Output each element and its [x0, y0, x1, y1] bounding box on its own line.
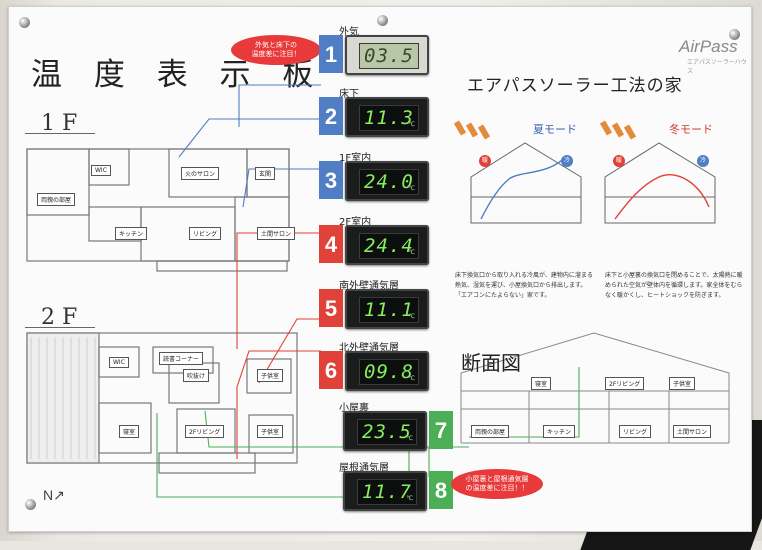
temp-marker-icon: 暖 — [613, 155, 625, 167]
brand-logo: AirPass エアパスソーラーハウス — [679, 37, 751, 75]
room-label: 子供室 — [257, 369, 284, 382]
sensor-label: 1F室内 — [339, 153, 372, 164]
sensor-label: 2F室内 — [339, 217, 372, 228]
north-arrow-icon: N↗ — [43, 487, 65, 503]
room-label: 読書コーナー — [159, 352, 204, 365]
temperature-value: 24.4 — [364, 235, 414, 257]
sensor-number-badge: 2 — [319, 97, 343, 135]
room-label: 土間サロン — [673, 425, 712, 438]
lcd-screen: 24.0℃ — [359, 169, 419, 195]
room-label: 土間サロン — [257, 227, 296, 240]
screw-icon — [729, 29, 740, 40]
summer-mode-label: 夏モード — [533, 123, 577, 136]
floor-label-1f: 1 F — [41, 111, 78, 136]
temperature-display: 03.5℃ — [345, 35, 429, 75]
temperature-unit: ℃ — [408, 121, 415, 128]
winter-description: 床下と小屋裏の換気口を閉めることで、太陽熱に暖められた空気が壁体内を循環します。… — [605, 272, 743, 299]
temperature-unit: ℃ — [408, 375, 415, 382]
room-label: 2Fリビング — [605, 377, 645, 390]
temperature-value: 24.0 — [364, 171, 414, 193]
temp-marker-icon: 暖 — [479, 155, 491, 167]
brand-name: AirPass — [679, 37, 738, 56]
sensor-number-badge: 1 — [319, 35, 343, 73]
temperature-unit: ℃ — [406, 435, 413, 442]
sensor-number-badge: 5 — [319, 289, 343, 327]
temperature-display: 11.7℃ — [343, 471, 427, 511]
sensor-number-badge: 8 — [429, 471, 453, 509]
sensor-label: 屋根通気層 — [339, 463, 389, 474]
temperature-unit: ℃ — [408, 59, 415, 66]
temperature-display: 11.1℃ — [345, 289, 429, 329]
temperature-display: 11.3℃ — [345, 97, 429, 137]
temp-marker-icon: 冷 — [561, 155, 573, 167]
screw-icon — [19, 17, 30, 28]
room-label: 寝室 — [531, 377, 552, 390]
sensor-label: 南外壁通気層 — [339, 281, 399, 292]
temperature-value: 11.7 — [362, 481, 412, 503]
divider — [25, 327, 95, 328]
callout-top: 外気と床下の 温度差に注目！ — [231, 35, 321, 65]
callout-bottom: 小屋裏と屋根通気層 の温度差に注目！！ — [451, 469, 543, 499]
temperature-display: 09.8℃ — [345, 351, 429, 391]
winter-mode-label: 冬モード — [669, 123, 713, 136]
sensor-label: 外気 — [339, 27, 359, 38]
room-label: 火のサロン — [181, 167, 220, 180]
temperature-value: 23.5 — [362, 421, 412, 443]
screw-icon — [377, 15, 388, 26]
callout-top-text: 外気と床下の 温度差に注目！ — [251, 41, 301, 58]
room-label: リビング — [619, 425, 652, 438]
sensor-label: 床下 — [339, 89, 359, 100]
north-label: N — [43, 487, 54, 503]
summer-description: 床下換気口から取り入れる冷風が、建物内に溜まる熱気、湿気を運び、小屋換気口から排… — [455, 272, 593, 299]
floor-label-2f: 2 F — [41, 305, 78, 330]
lcd-screen: 24.4℃ — [359, 233, 419, 259]
headline: エアパスソーラー工法の家 — [467, 76, 683, 96]
room-label: WIC — [91, 165, 111, 176]
temperature-unit: ℃ — [408, 249, 415, 256]
sensor-number-badge: 7 — [429, 411, 453, 449]
floor-plan-drawing — [26, 84, 730, 498]
room-label: 寝室 — [119, 425, 140, 438]
temperature-value: 11.1 — [364, 299, 414, 321]
room-label: リビング — [189, 227, 222, 240]
temperature-display: 24.4℃ — [345, 225, 429, 265]
divider — [25, 133, 95, 134]
temperature-value: 11.3 — [364, 107, 414, 129]
room-label: 吹抜け — [183, 369, 210, 382]
temperature-unit: ℃ — [408, 185, 415, 192]
sensor-label: 小屋裏 — [339, 403, 369, 414]
lcd-screen: 11.3℃ — [359, 105, 419, 131]
sensor-number-badge: 3 — [319, 161, 343, 199]
room-label: キッチン — [543, 425, 576, 438]
callout-bottom-text: 小屋裏と屋根通気層 の温度差に注目！！ — [465, 475, 529, 492]
sensor-number-badge: 6 — [319, 351, 343, 389]
room-label: 子供室 — [669, 377, 696, 390]
room-label: 子供室 — [257, 425, 284, 438]
section-title: 断面図 — [461, 351, 521, 375]
sensor-number-badge: 4 — [319, 225, 343, 263]
room-label: 2Fリビング — [185, 425, 225, 438]
temperature-unit: ℃ — [408, 313, 415, 320]
temp-marker-icon: 冷 — [697, 155, 709, 167]
temperature-display: 23.5℃ — [343, 411, 427, 451]
brand-sub: エアパスソーラーハウス — [687, 60, 747, 75]
temperature-display: 24.0℃ — [345, 161, 429, 201]
lcd-screen: 23.5℃ — [357, 419, 417, 445]
room-label: 両親の部屋 — [471, 425, 510, 438]
temperature-value: 03.5 — [364, 45, 414, 67]
temperature-display-board: 温 度 表 示 板 外気と床下の 温度差に注目！ 1 F 2 F — [8, 6, 752, 532]
sensor-label: 北外壁通気層 — [339, 343, 399, 354]
room-label: キッチン — [115, 227, 148, 240]
room-label: 玄関 — [255, 167, 276, 180]
temperature-value: 09.8 — [364, 361, 414, 383]
lcd-screen: 11.7℃ — [357, 479, 417, 505]
screw-icon — [25, 499, 36, 510]
lcd-screen: 09.8℃ — [359, 359, 419, 385]
room-label: WIC — [109, 357, 129, 368]
temperature-unit: ℃ — [406, 495, 413, 502]
lcd-screen: 11.1℃ — [359, 297, 419, 323]
lcd-screen: 03.5℃ — [359, 43, 419, 69]
room-label: 両親の部屋 — [37, 193, 76, 206]
